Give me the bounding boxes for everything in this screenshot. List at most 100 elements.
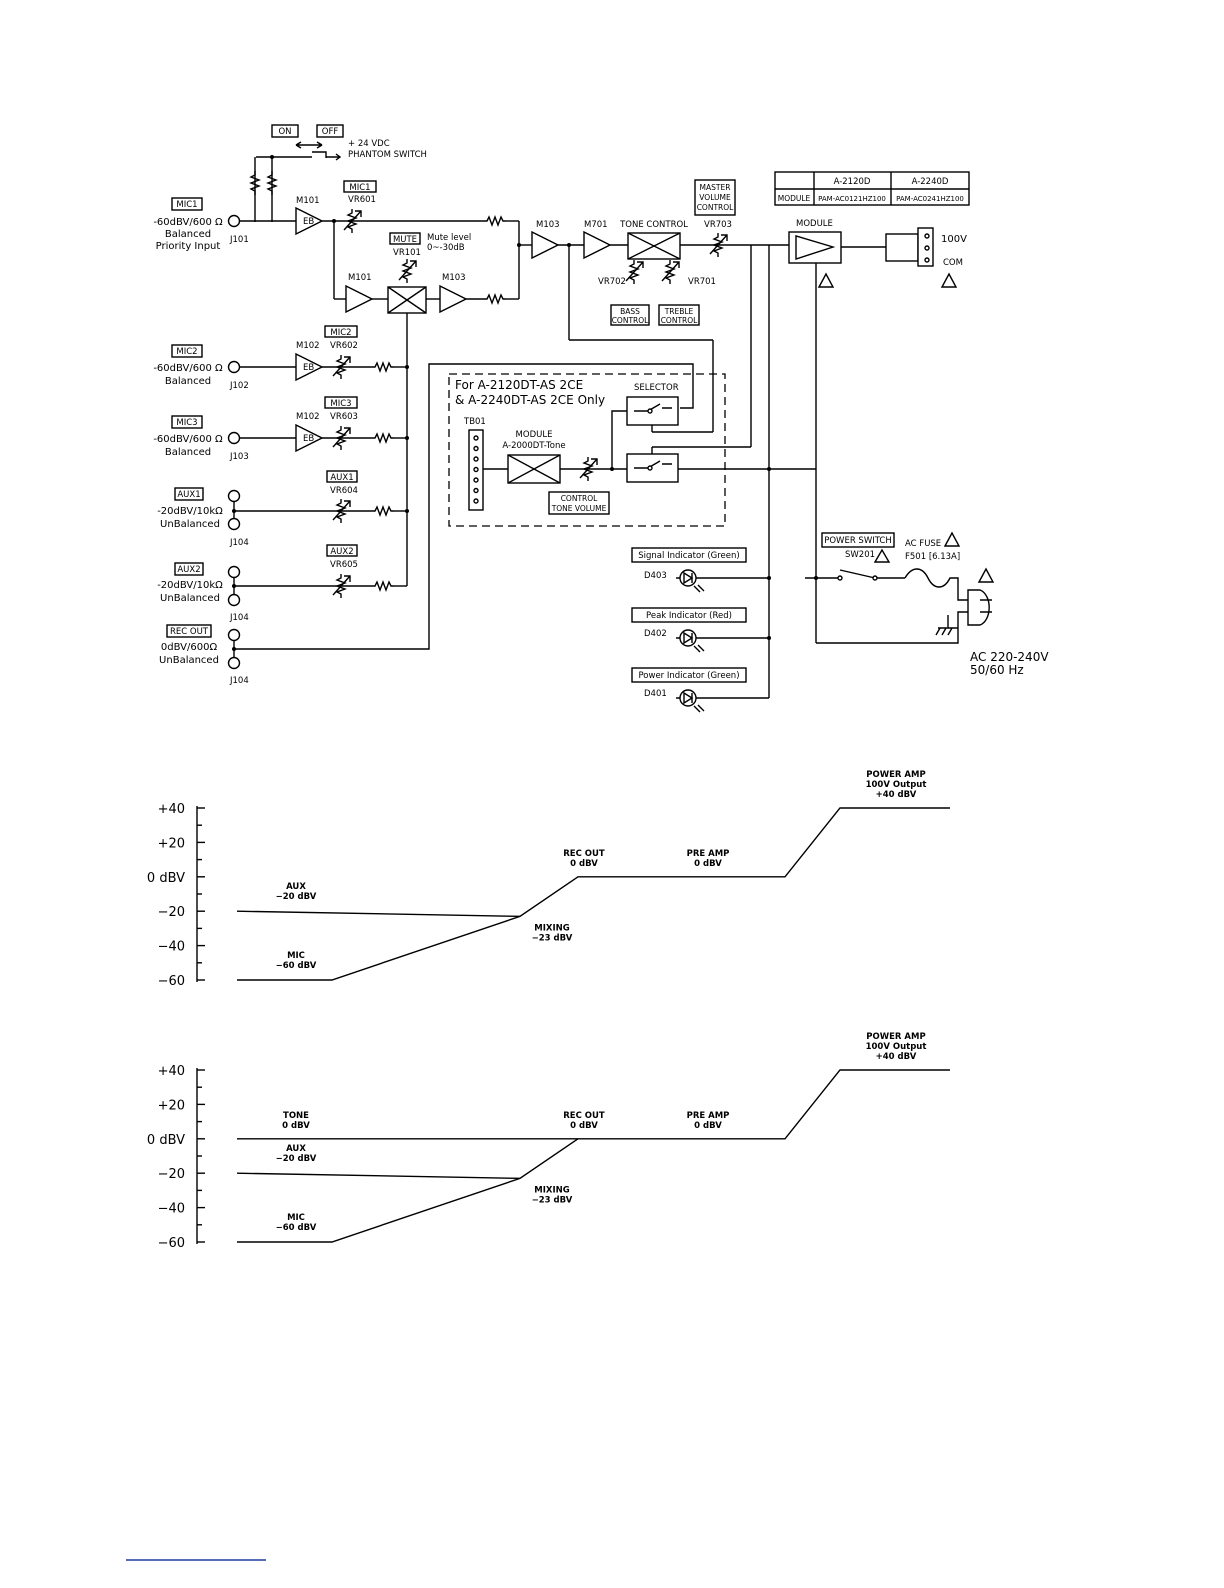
level-label-mic: MIC — [287, 1213, 305, 1223]
level-label-preamp: PRE AMP — [687, 849, 730, 859]
aux2-input: AUX2 -20dBV/10kΩ UnBalanced J104 AUX2 VR… — [157, 544, 407, 623]
safety-triangle-icon — [943, 531, 961, 547]
m102b-label: M102 — [296, 412, 320, 422]
aux1-jack-b-icon — [227, 517, 241, 531]
tone-control-label: TONE CONTROL — [619, 220, 688, 230]
mic3-eb-label: EB — [303, 434, 314, 444]
level-label-preamp: PRE AMP — [687, 1111, 730, 1121]
switch-on-box — [271, 124, 299, 138]
led-d402-icon — [676, 629, 705, 653]
level-label-recout: REC OUT — [563, 849, 605, 859]
mic3-pot-label: MIC3 — [330, 399, 351, 409]
led-d403-icon — [676, 569, 705, 593]
level-label-mic: MIC — [287, 951, 305, 961]
level-label-mixing: −23 dBV — [532, 933, 573, 943]
vr702-pot-icon — [625, 259, 644, 285]
treble-label-2: CONTROL — [661, 316, 698, 325]
level-label-mixing: −23 dBV — [532, 1195, 573, 1205]
recout-label: REC OUT — [170, 627, 209, 637]
switch-arrow-icon — [295, 141, 323, 149]
f501-label: F501 [6.13A] — [905, 552, 960, 562]
mic2-level: -60dBV/600 Ω — [153, 363, 223, 374]
level-label-aux: −20 dBV — [276, 1154, 317, 1164]
m101b-label: M101 — [348, 273, 372, 283]
level-label-poweramp: POWER AMP — [866, 1032, 925, 1042]
level-axis-tick: 0 dBV — [147, 871, 185, 886]
aux2-pot-label: AUX2 — [330, 547, 353, 557]
level-label-mixing: MIXING — [534, 1185, 569, 1195]
table-value-1: PAM-AC0121HZ100 — [818, 195, 886, 203]
mic1-type: Balanced — [165, 229, 211, 240]
preamp-chain: M103 M701 TONE CONTROL VR702 VR701 BASS … — [519, 179, 752, 448]
model-table: A-2120D A-2240D MODULE PAM-AC0121HZ100 P… — [774, 171, 970, 206]
recout-output: REC OUT 0dBV/600Ω UnBalanced J104 — [159, 363, 694, 686]
mic1-input: MIC1 -60dBV/600 Ω Balanced Priority Inpu… — [153, 180, 519, 252]
mute-path: M101 MUTE Mute level 0~-30dB VR101 M103 — [333, 221, 521, 586]
mic1-input-label: MIC1 — [176, 200, 197, 210]
aux1-jack: J104 — [229, 538, 249, 548]
level-label-poweramp: +40 dBV — [876, 1052, 917, 1062]
mic2-jack: J102 — [229, 381, 249, 391]
mic2-eb-label: EB — [303, 363, 314, 373]
level-axis-tick: −40 — [158, 1202, 185, 1217]
ctv-label-2: TONE VOLUME — [551, 504, 607, 513]
mic2-input: MIC2 -60dBV/600 Ω Balanced J102 EB M102 … — [153, 325, 409, 391]
mute-label: MUTE — [393, 235, 417, 245]
safety-triangle-icon — [873, 548, 891, 563]
mic1-level: -60dBV/600 Ω — [153, 217, 223, 228]
power-switch-label: POWER SWITCH — [824, 536, 892, 546]
aux2-jack-a-icon — [227, 565, 241, 579]
level-label-recout: 0 dBV — [570, 1121, 598, 1131]
m103b-label: M103 — [442, 273, 466, 283]
switch-off-label: OFF — [322, 127, 339, 137]
level-axis-tick: −60 — [158, 974, 185, 989]
level-axis-tick: +40 — [158, 1064, 185, 1079]
level-label-poweramp: 100V Output — [866, 1042, 927, 1052]
vr602-label: VR602 — [330, 341, 358, 351]
level-label-recout: REC OUT — [563, 1111, 605, 1121]
vr703-label: VR703 — [704, 220, 732, 230]
treble-label-1: TREBLE — [664, 307, 694, 316]
safety-triangle-icon — [977, 567, 995, 583]
level-label-aux: AUX — [286, 882, 306, 892]
level-label-tone: 0 dBV — [282, 1121, 310, 1131]
sw201-label: SW201 — [845, 550, 875, 560]
aux2-input-label: AUX2 — [177, 565, 200, 575]
mic3-type: Balanced — [165, 447, 211, 458]
vr701-label: VR701 — [688, 277, 716, 287]
level-label-poweramp: +40 dBV — [876, 790, 917, 800]
level-axis-tick: −60 — [158, 1236, 185, 1251]
level-label-mic: −60 dBV — [276, 961, 317, 971]
ac-fuse-label: AC FUSE — [905, 539, 941, 549]
level-label-mixing: MIXING — [534, 923, 569, 933]
out-com: COM — [943, 258, 963, 268]
master-label-3: CONTROL — [697, 203, 734, 212]
aux2-level: -20dBV/10kΩ — [157, 580, 223, 591]
level-label-mic: −60 dBV — [276, 1223, 317, 1233]
table-header-1: A-2120D — [834, 177, 871, 187]
level-axis-tick: 0 dBV — [147, 1133, 185, 1148]
level-label-poweramp: POWER AMP — [866, 770, 925, 780]
dt-option-block: For A-2120DT-AS 2CE & A-2240DT-AS 2CE On… — [448, 373, 816, 527]
level-label-recout: 0 dBV — [570, 859, 598, 869]
aux2-type: UnBalanced — [160, 593, 220, 604]
table-value-2: PAM-AC0241HZ100 — [896, 195, 964, 203]
aux1-level: -20dBV/10kΩ — [157, 506, 223, 517]
table-row-label: MODULE — [778, 194, 811, 203]
m101-label: M101 — [296, 196, 320, 206]
mic2-jack-icon — [227, 360, 241, 374]
ac-frequency: 50/60 Hz — [970, 663, 1024, 677]
recout-level: 0dBV/600Ω — [161, 642, 218, 653]
ctv-label-1: CONTROL — [561, 494, 598, 503]
m102-label: M102 — [296, 341, 320, 351]
led-d401-icon — [676, 689, 705, 713]
indicators: Signal Indicator (Green) D403 Peak Indic… — [631, 547, 771, 713]
vr605-label: VR605 — [330, 560, 358, 570]
mic1-pot-label: MIC1 — [349, 183, 370, 193]
recout-type: UnBalanced — [159, 655, 219, 666]
mute-range: 0~-30dB — [427, 243, 465, 253]
